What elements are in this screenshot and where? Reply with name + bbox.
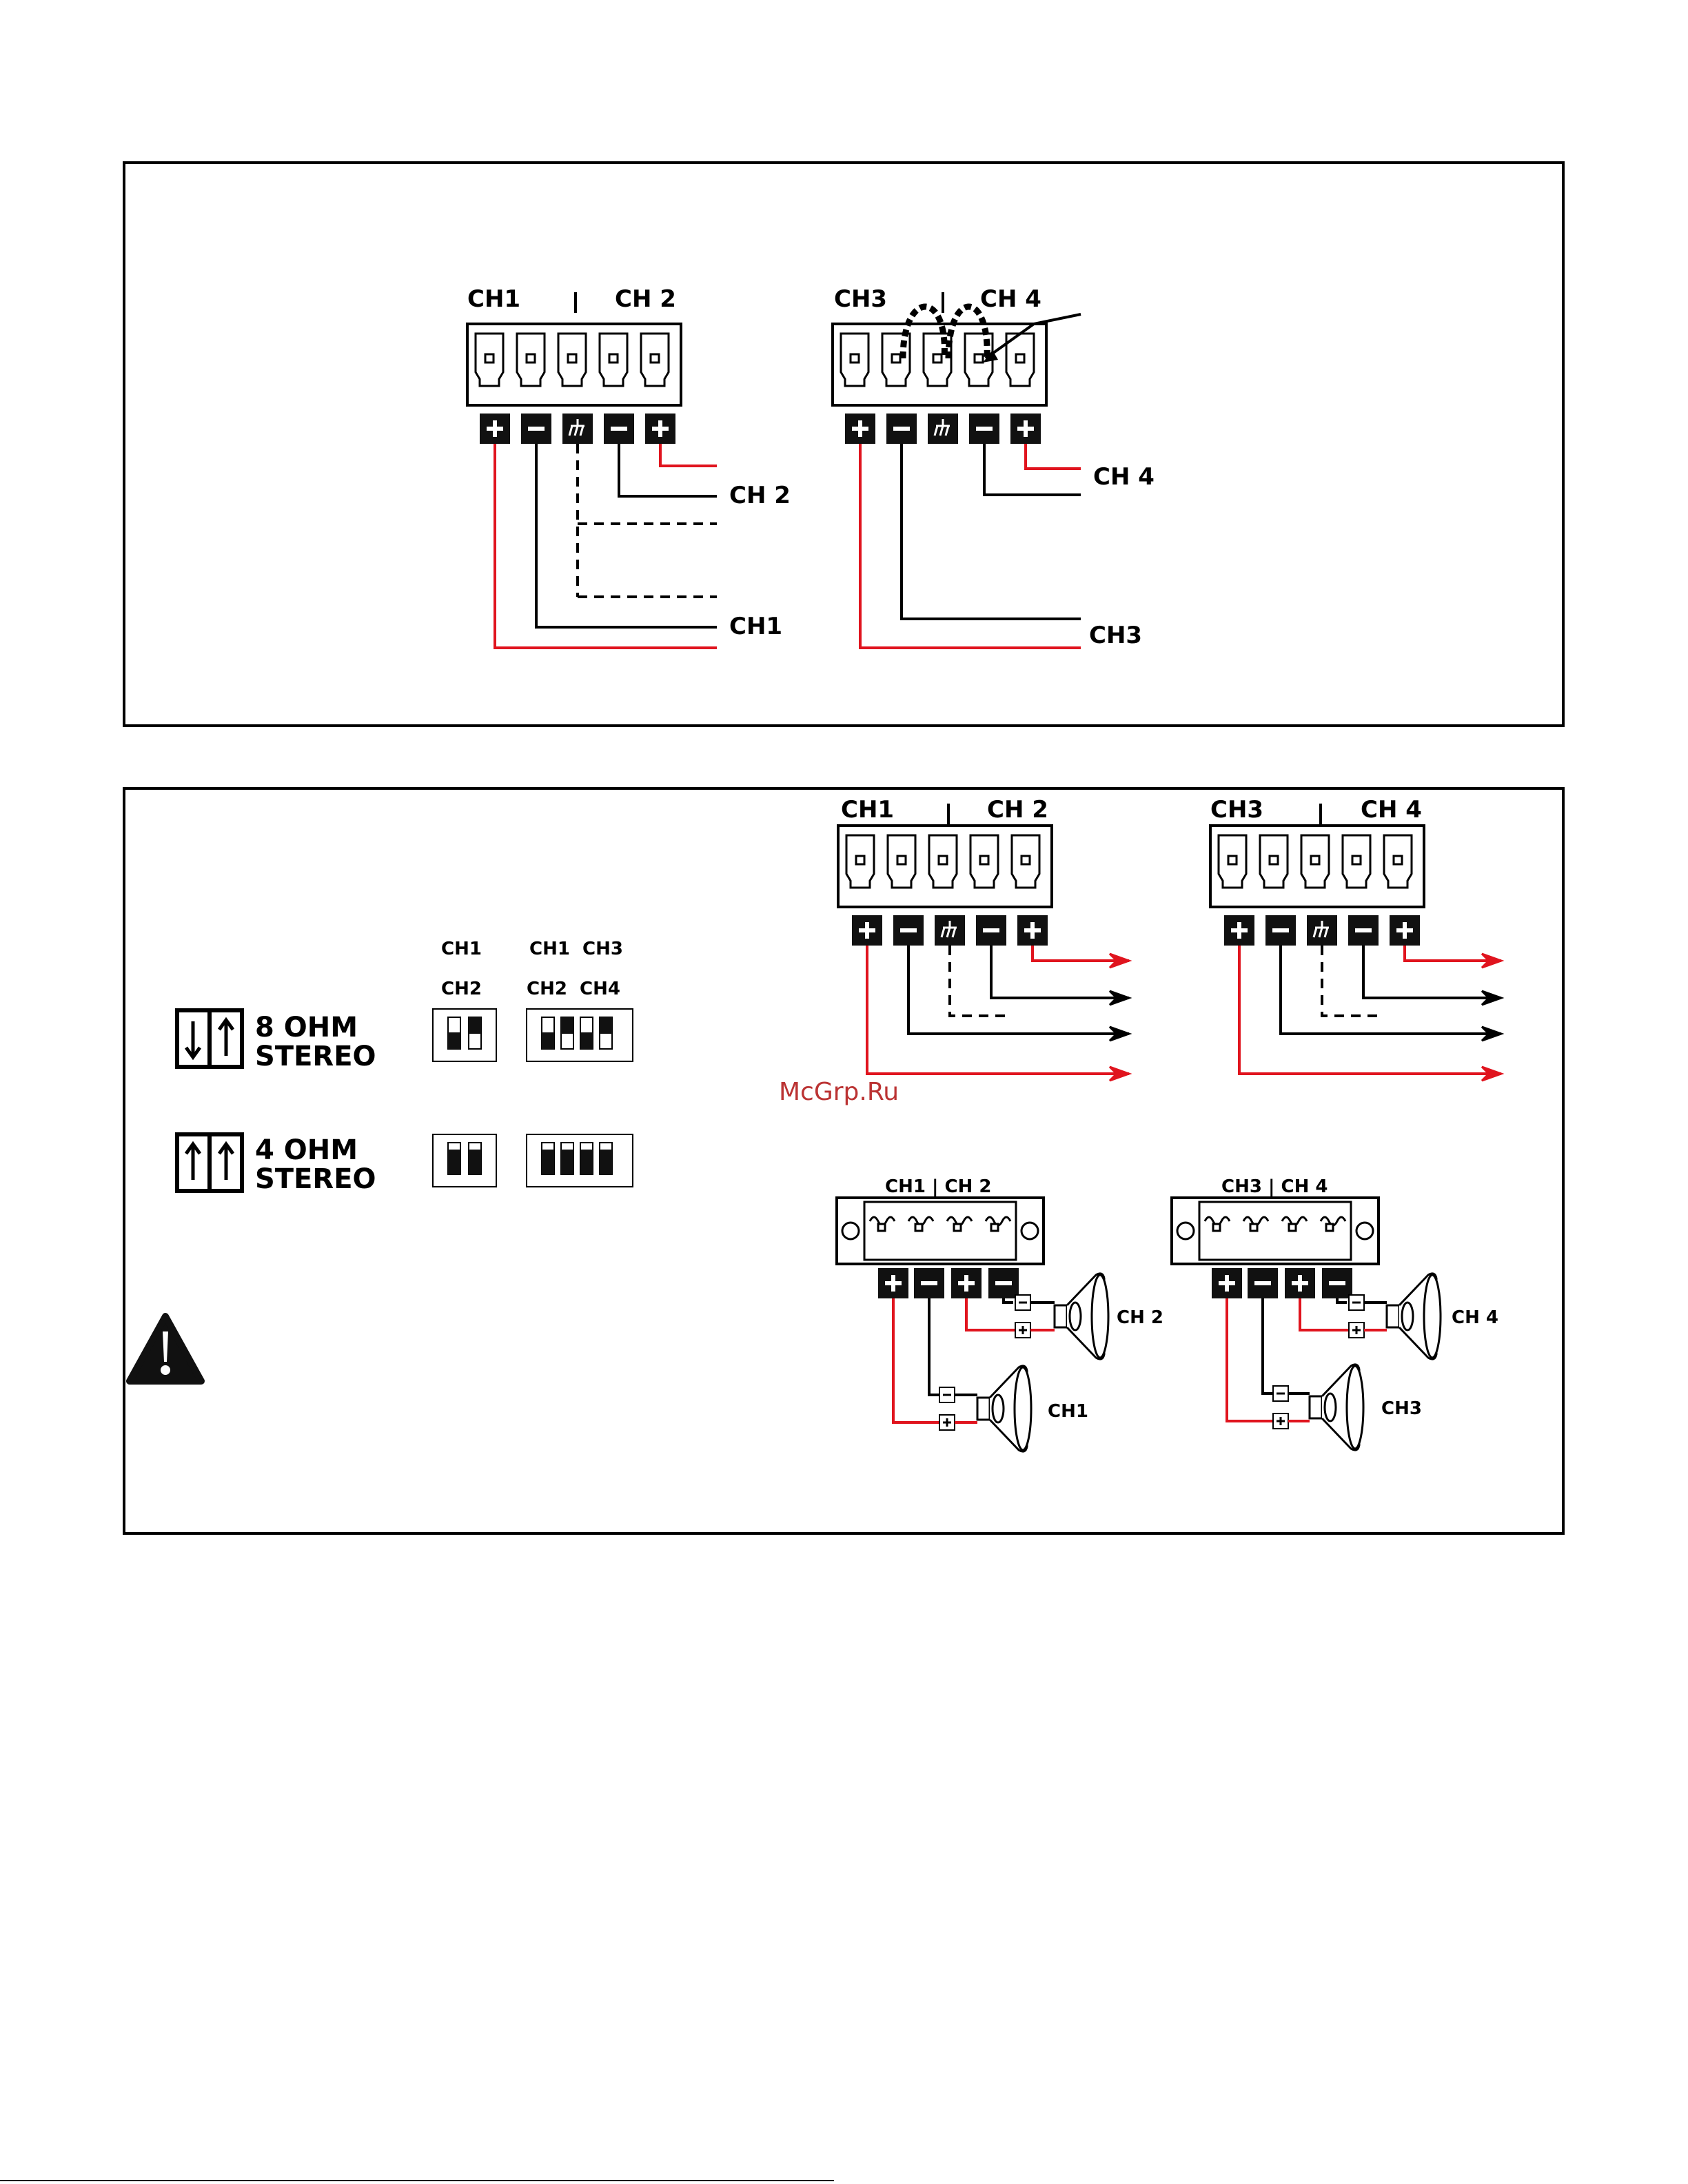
dip-header-col1-bot: CH2 bbox=[441, 979, 482, 999]
speaker-icon bbox=[977, 1366, 1031, 1451]
dip-switch-icon bbox=[177, 1134, 242, 1191]
speaker-icon bbox=[1387, 1274, 1441, 1359]
label-ch3: CH3 bbox=[834, 285, 887, 313]
input-block-ch3-ch4: CH3 CH 4 bbox=[1210, 796, 1501, 1081]
input-label-ch3: CH3 bbox=[1210, 796, 1263, 824]
mode-8ohm-row: 8 OHM STEREO bbox=[177, 1009, 633, 1072]
minus-terminal-icon bbox=[1265, 915, 1296, 946]
minus-terminal-icon bbox=[1348, 915, 1379, 946]
watermark: McGrp.Ru bbox=[779, 1078, 899, 1106]
minus-terminal-icon bbox=[521, 414, 551, 444]
speaker-header-left: CH1 | CH 2 bbox=[885, 1176, 992, 1197]
panel-1-frame bbox=[124, 163, 1563, 726]
mode-4ohm-line1: 4 OHM bbox=[255, 1134, 358, 1166]
ground-terminal-icon bbox=[928, 414, 958, 444]
dip-header-col1-top: CH1 bbox=[441, 939, 482, 959]
speaker-label-ch4: CH 4 bbox=[1452, 1307, 1498, 1328]
output-block-ch1-ch2: CH1 CH 2 CH 2 CH1 bbox=[467, 285, 791, 648]
out-label-ch3: CH3 bbox=[1089, 622, 1142, 649]
input-label-ch1: CH1 bbox=[841, 796, 894, 824]
input-block-ch1-ch2: CH1 CH 2 bbox=[838, 796, 1129, 1081]
dip-switch-icon bbox=[177, 1010, 242, 1067]
minus-terminal-icon bbox=[1322, 1268, 1352, 1298]
speaker-label-ch3: CH3 bbox=[1381, 1398, 1422, 1419]
plus-terminal-icon bbox=[1285, 1268, 1315, 1298]
plus-terminal-icon bbox=[645, 414, 675, 444]
minus-terminal-icon bbox=[914, 1268, 944, 1298]
minus-terminal-icon bbox=[604, 414, 634, 444]
speaker-connector-ch1-ch2: CH1 | CH 2 CH 2 CH1 bbox=[837, 1176, 1163, 1451]
minus-terminal-icon bbox=[988, 1268, 1019, 1298]
speaker-label-ch1: CH1 bbox=[1048, 1401, 1088, 1422]
input-label-ch2: CH 2 bbox=[987, 796, 1048, 824]
plus-terminal-icon bbox=[951, 1268, 982, 1298]
speaker-connector-ch3-ch4: CH3 | CH 4 CH 4 CH3 bbox=[1172, 1176, 1498, 1450]
mode-8ohm-line1: 8 OHM bbox=[255, 1012, 358, 1043]
speaker-icon bbox=[1055, 1274, 1108, 1359]
plus-terminal-icon bbox=[1010, 414, 1041, 444]
mode-4ohm-line2: STEREO bbox=[255, 1163, 376, 1195]
plus-terminal-icon bbox=[878, 1268, 908, 1298]
warning-icon bbox=[130, 1316, 201, 1381]
minus-terminal-icon bbox=[1248, 1268, 1278, 1298]
plus-terminal-icon bbox=[1212, 1268, 1242, 1298]
output-block-ch3-ch4: CH3 CH 4 CH 4 CH3 bbox=[833, 285, 1155, 649]
out-label-ch2: CH 2 bbox=[729, 482, 791, 509]
minus-terminal-icon bbox=[976, 915, 1006, 946]
plus-terminal-icon bbox=[1017, 915, 1048, 946]
ground-terminal-icon bbox=[562, 414, 593, 444]
dip-header-col2-top: CH1 CH3 bbox=[529, 939, 623, 959]
speaker-label-ch2: CH 2 bbox=[1117, 1307, 1163, 1328]
dip-header-col2-bot: CH2 CH4 bbox=[527, 979, 620, 999]
label-ch4: CH 4 bbox=[980, 285, 1041, 313]
mode-8ohm-line2: STEREO bbox=[255, 1041, 376, 1072]
input-label-ch4: CH 4 bbox=[1361, 796, 1422, 824]
minus-terminal-icon bbox=[893, 915, 924, 946]
speaker-header-right: CH3 | CH 4 bbox=[1221, 1176, 1328, 1197]
mode-4ohm-row: 4 OHM STEREO bbox=[177, 1134, 633, 1195]
label-ch2: CH 2 bbox=[615, 285, 676, 313]
plus-terminal-icon bbox=[480, 414, 510, 444]
plus-terminal-icon bbox=[852, 915, 882, 946]
label-ch1: CH1 bbox=[467, 285, 520, 313]
plus-terminal-icon bbox=[1390, 915, 1420, 946]
ground-terminal-icon bbox=[935, 915, 965, 946]
out-label-ch1: CH1 bbox=[729, 613, 782, 640]
plus-terminal-icon bbox=[1224, 915, 1254, 946]
out-label-ch4: CH 4 bbox=[1093, 463, 1155, 491]
speaker-icon bbox=[1310, 1365, 1363, 1450]
plus-terminal-icon bbox=[845, 414, 875, 444]
minus-terminal-icon bbox=[969, 414, 999, 444]
minus-terminal-icon bbox=[886, 414, 917, 444]
ground-terminal-icon bbox=[1307, 915, 1337, 946]
